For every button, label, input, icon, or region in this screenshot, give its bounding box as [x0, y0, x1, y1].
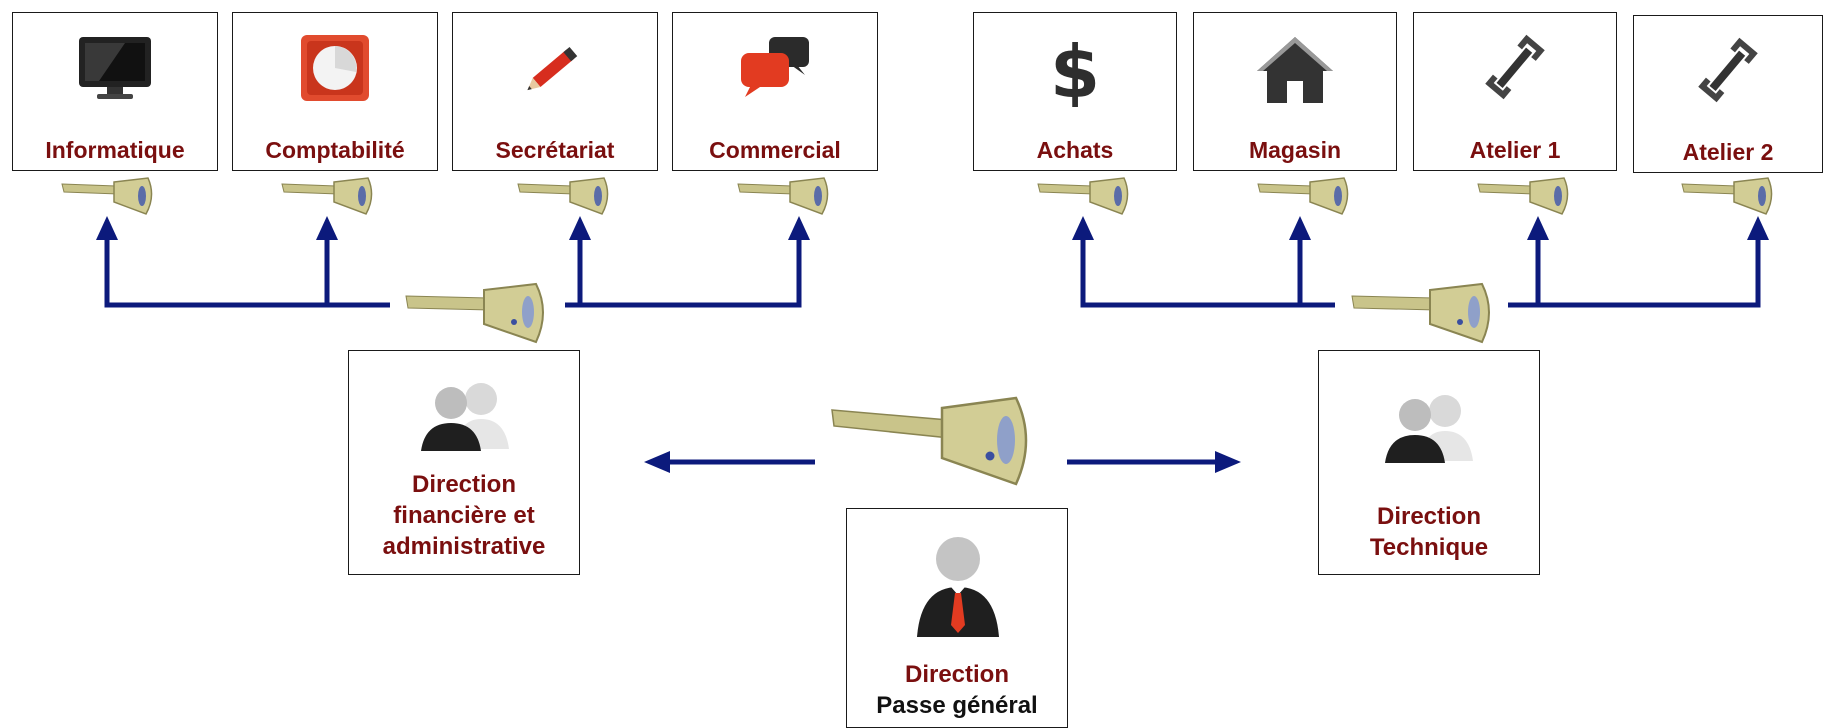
direction-title: Direction	[1376, 503, 1481, 530]
arrowhead	[1289, 216, 1311, 240]
arrowhead	[316, 216, 338, 240]
wrench-icon	[1698, 37, 1758, 103]
key-icon	[737, 177, 829, 215]
arrowhead	[788, 216, 810, 240]
arrowhead	[1747, 216, 1769, 240]
direction-line2: Technique	[1369, 534, 1489, 561]
key-icon	[517, 177, 609, 215]
monitor-icon	[79, 37, 151, 99]
arrowhead	[1215, 451, 1241, 473]
bracket-right-b	[1508, 235, 1761, 308]
key-icon	[1681, 177, 1773, 215]
wrench-icon	[1485, 34, 1545, 100]
arrowhead	[644, 451, 670, 473]
key-icon	[1037, 177, 1129, 215]
arrowhead	[569, 216, 591, 240]
dept-box-informatique: Informatique	[12, 12, 218, 171]
bracket-left-a	[104, 235, 390, 308]
dept-label: Secrétariat	[495, 137, 615, 163]
bracket-left-b	[565, 235, 802, 308]
arrowhead	[96, 216, 118, 240]
dept-box-magasin: Magasin	[1193, 12, 1397, 171]
pencil-icon	[527, 46, 578, 91]
dept-box-secretariat: Secrétariat	[452, 12, 658, 171]
key-icon	[1351, 282, 1490, 344]
users-icon	[1385, 395, 1473, 463]
direction-technique-box: Direction Technique	[1318, 350, 1540, 575]
bracket-right-a	[1080, 235, 1335, 308]
key-icon	[281, 177, 373, 215]
dept-box-comptabilite: Comptabilité	[232, 12, 438, 171]
dept-label: Informatique	[45, 137, 185, 163]
dept-label: Magasin	[1248, 137, 1342, 163]
arrowhead	[1072, 216, 1094, 240]
direction-line3: administrative	[382, 533, 546, 560]
dept-label: Commercial	[709, 137, 841, 163]
key-icon	[1477, 177, 1569, 215]
direction-line2: financière et	[393, 502, 535, 529]
dept-label: Atelier 1	[1469, 137, 1561, 163]
key-icon	[831, 396, 1028, 486]
businessman-icon	[917, 537, 999, 637]
arrowhead	[1527, 216, 1549, 240]
dept-label: Comptabilité	[265, 137, 405, 163]
direction-subtitle: Passe général	[876, 692, 1038, 719]
chat-bubbles-icon	[741, 37, 809, 97]
dollar-icon: $	[1050, 31, 1100, 107]
dept-label: Achats	[1036, 137, 1114, 163]
pie-chart-icon	[301, 35, 369, 101]
key-icon	[1257, 177, 1349, 215]
svg-text:$: $	[1050, 31, 1100, 107]
dept-box-achats: $ Achats	[973, 12, 1177, 171]
dept-box-commercial: Commercial	[672, 12, 878, 171]
direction-title: Direction	[411, 471, 516, 498]
dept-box-atelier1: Atelier 1	[1413, 12, 1617, 171]
direction-title: Direction	[904, 661, 1009, 688]
dept-label: Atelier 2	[1682, 139, 1774, 165]
direction-financiere-box: Direction financière et administrative	[348, 350, 580, 575]
key-icon	[61, 177, 153, 215]
house-icon	[1257, 37, 1333, 103]
key-icon	[405, 282, 544, 344]
users-icon	[421, 383, 509, 451]
dept-box-atelier2: Atelier 2	[1633, 15, 1823, 173]
direction-generale-box: Direction Passe général	[846, 508, 1068, 728]
